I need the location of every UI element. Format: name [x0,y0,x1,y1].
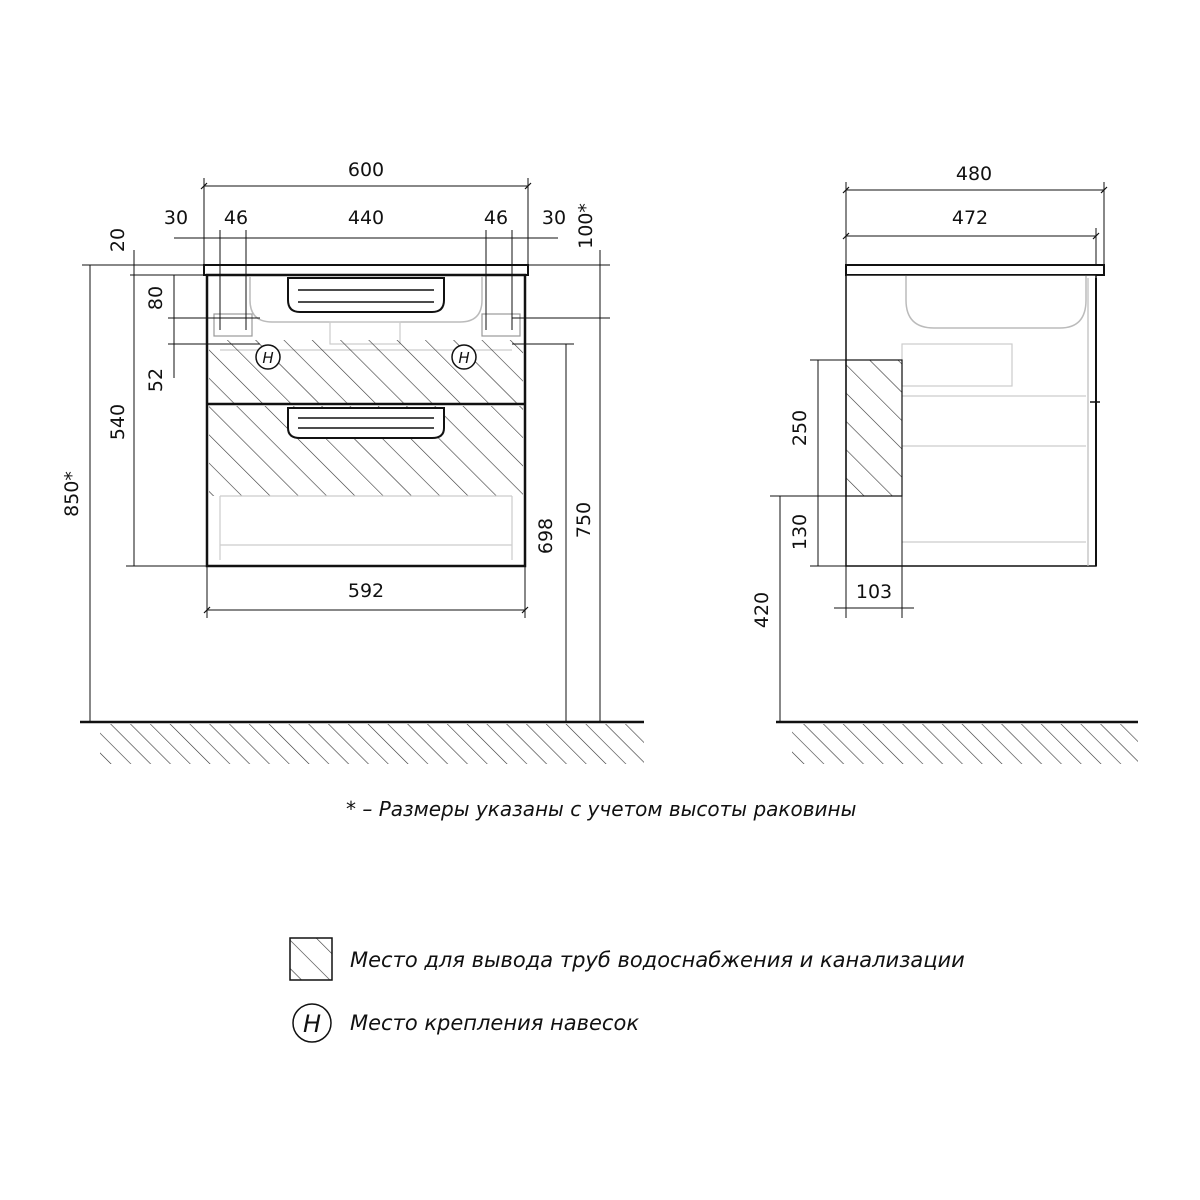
hanger-mount-icon: H [255,344,281,370]
front-countertop [203,264,529,276]
dim-left-hanger: 46 [224,207,248,229]
dim-between-hangers: 440 [348,207,384,229]
dim-floor-to-bottom: 420 [751,592,773,628]
dim-bottom-width: 592 [348,580,384,602]
side-view: 480 472 250 130 103 420 [751,163,1138,764]
dim-overall-width: 600 [348,159,384,181]
dim-pipe-zone-height: 250 [789,410,811,446]
hatch-swatch-icon [289,937,333,981]
side-floor [776,720,1138,764]
dim-total-height: 850* [61,471,83,517]
legend-hanger-item: H Место крепления навесок [292,1003,639,1043]
legend: Место для вывода труб водоснабжения и ка… [289,937,965,1043]
svg-text:H: H [303,1010,321,1038]
asterisk-note: * – Размеры указаны с учетом высоты рако… [346,797,856,821]
front-floor [80,720,644,764]
front-lower-handle [287,407,445,439]
dim-left-offset: 30 [164,207,188,229]
hanger-mount-icon: H [451,344,477,370]
front-view: H H [61,159,644,764]
dim-overall-depth: 480 [956,163,992,185]
hanger-symbol-icon [292,1003,332,1043]
dim-upper-pipe-zone: 80 [145,286,167,310]
dim-body-height: 540 [107,404,129,440]
svg-text:H: H [458,349,469,367]
dim-side-height: 698 [535,518,557,554]
dim-hanger-top-marker: 100* [575,203,597,249]
legend-pipes-label: Место для вывода труб водоснабжения и ка… [350,948,965,972]
front-upper-pipe-zone [209,340,523,404]
front-upper-handle [287,277,445,313]
legend-pipes-item: Место для вывода труб водоснабжения и ка… [289,937,965,981]
svg-text:H: H [262,349,273,367]
dim-right-hanger: 46 [484,207,508,229]
dim-body-depth: 472 [952,207,988,229]
side-countertop [845,264,1105,276]
dim-mount-height: 750 [573,502,595,538]
dim-right-offset: 30 [542,207,566,229]
dim-top-thickness: 20 [107,228,129,252]
dim-hanger-spacing: 52 [145,368,167,392]
side-pipe-zone [845,359,903,497]
dim-pipe-zone-bottom: 130 [789,514,811,550]
legend-hanger-label: Место крепления навесок [350,1011,639,1035]
dim-pipe-zone-depth: 103 [856,581,892,603]
